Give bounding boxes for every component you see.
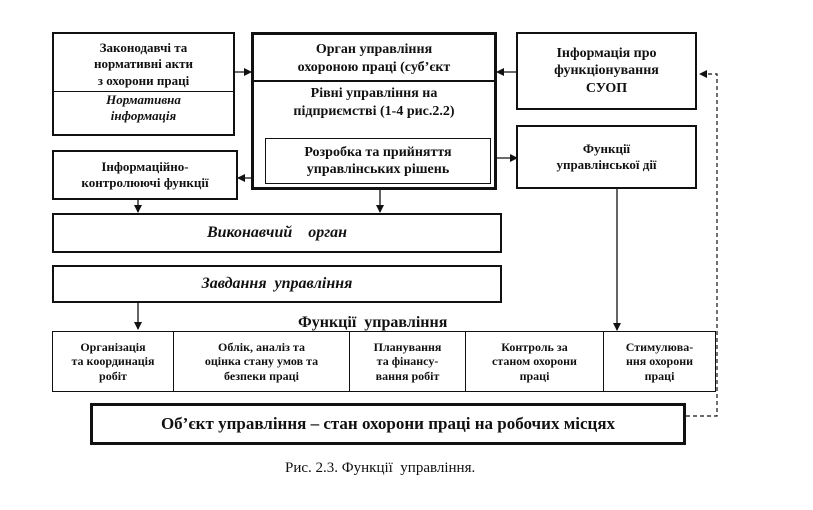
control-action-line-1: Функції: [582, 140, 631, 156]
executive-organ-label: Виконавчий орган: [206, 224, 348, 241]
function-cell-accounting: Облік, аналіз та оцінка стану умов та бе…: [173, 332, 349, 391]
function-cell-stimulation: Стимулюва- ння охорони праці: [603, 332, 715, 391]
function-cell-control: Контроль за станом охорони праці: [465, 332, 603, 391]
suop-info-line-1: Інформація про: [556, 45, 657, 61]
info-control-functions-box: Інформаційно- контролюючі функції: [52, 150, 238, 200]
figure-caption: Рис. 2.3. Функції управління.: [285, 460, 476, 476]
decision-line-2: управлінських рішень: [306, 162, 450, 177]
functions-header: Функції управління: [298, 314, 448, 331]
function-cell-planning: Планування та фінансу- вання робіт: [349, 332, 465, 391]
info-control-line-1: Інформаційно-: [101, 158, 189, 174]
legislative-line-1: Законодавчі та: [99, 40, 188, 55]
organ-line-2: охороною праці (суб’єкт: [297, 59, 451, 75]
functions-row: Організація та координація робіт Облік, …: [52, 331, 716, 392]
organ-line-1: Орган управління: [315, 42, 433, 57]
decision-making-box: Розробка та прийняття управлінських ріше…: [265, 138, 491, 184]
suop-info-box: Інформація про функціонування СУОП: [516, 32, 697, 110]
management-tasks-box: Завдання управління: [52, 265, 502, 303]
levels-line-2: підприємстві (1-4 рис.2.2): [293, 103, 455, 119]
legislative-acts-box: Законодавчі та нормативні акти з охорони…: [52, 32, 235, 136]
legislative-line-3: з охорони праці: [97, 72, 190, 88]
normative-info-line-1: Нормативна: [106, 91, 181, 107]
info-control-line-2: контролюючі функції: [81, 175, 209, 190]
suop-info-line-2: функціонування: [554, 63, 659, 79]
control-action-line-2: управлінської дії: [556, 157, 657, 172]
function-cell-organization: Організація та координація робіт: [71, 339, 155, 383]
decision-line-1: Розробка та прийняття: [304, 144, 452, 160]
executive-organ-box: Виконавчий орган: [52, 213, 502, 253]
normative-info-line-2: інформація: [110, 108, 177, 123]
management-object-label: Об’єкт управління – стан охорони праці н…: [160, 414, 616, 434]
organ-divider: [254, 80, 494, 82]
suop-info-line-3: СУОП: [585, 80, 628, 96]
control-action-functions-box: Функції управлінської дії: [516, 125, 697, 189]
management-tasks-label: Завдання управління: [201, 275, 353, 292]
levels-line-1: Рівні управління на: [310, 86, 438, 101]
legislative-line-2: нормативні акти: [93, 56, 194, 72]
management-object-box: Об’єкт управління – стан охорони праці н…: [90, 403, 686, 445]
normative-info-divider: [54, 90, 233, 92]
